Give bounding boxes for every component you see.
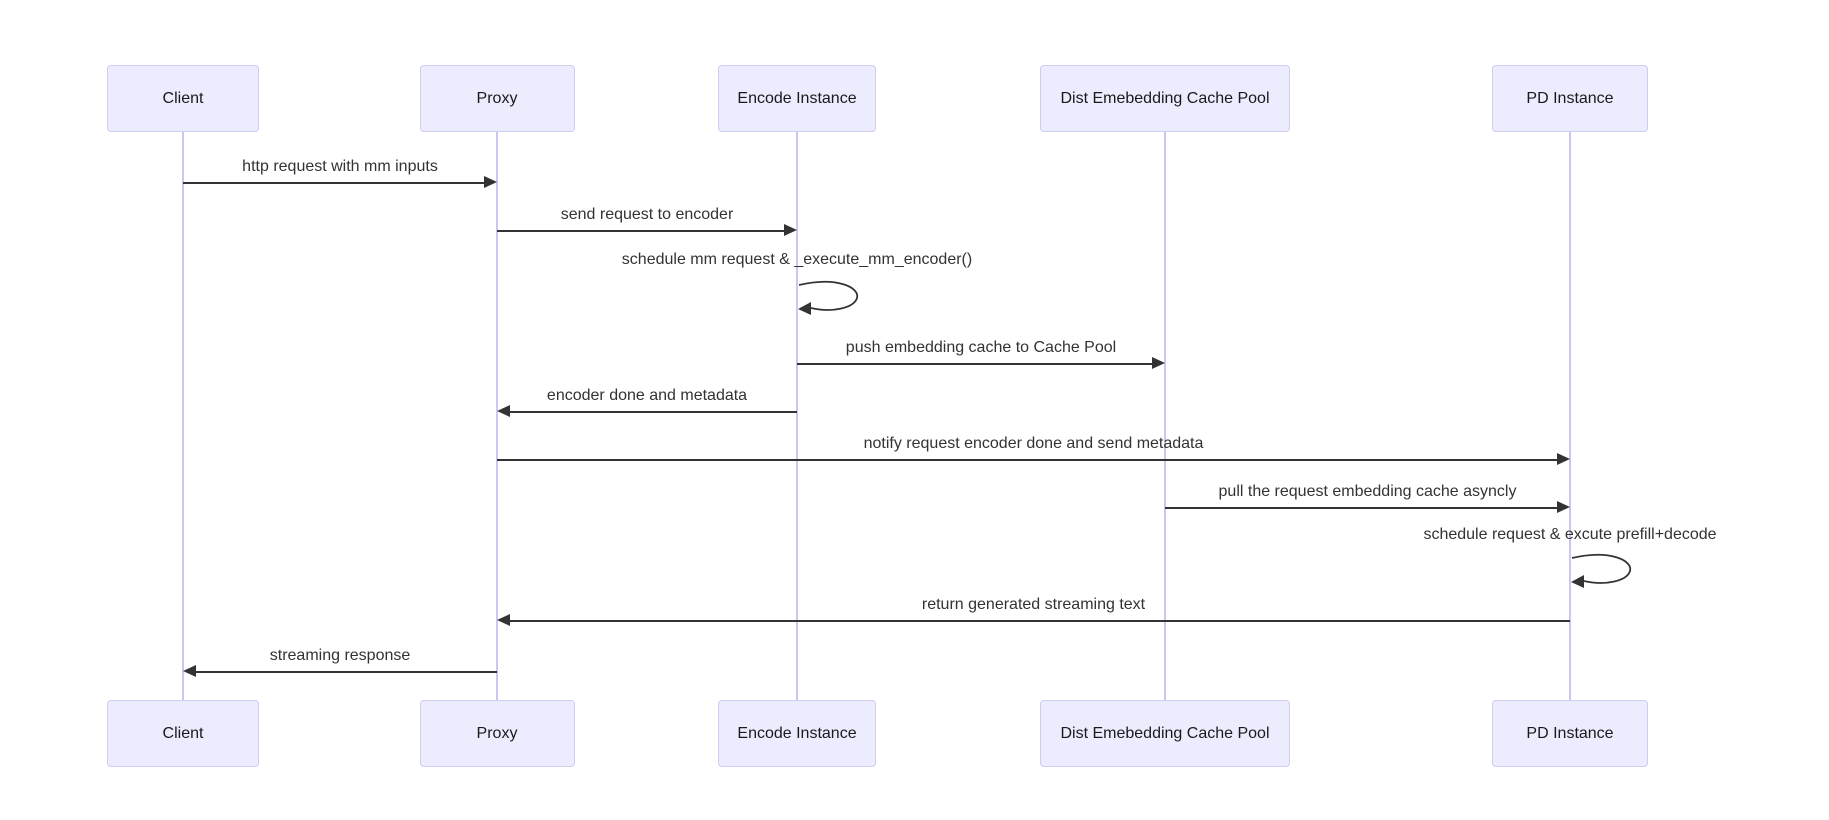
message-line-10 bbox=[195, 671, 497, 673]
actor-top-encode: Encode Instance bbox=[718, 65, 876, 132]
lifeline-client bbox=[182, 132, 184, 700]
lifeline-encode bbox=[796, 132, 798, 700]
actor-bottom-pd: PD Instance bbox=[1492, 700, 1648, 767]
message-line-7 bbox=[1165, 507, 1558, 509]
actor-top-client: Client bbox=[107, 65, 259, 132]
message-label-2: send request to encoder bbox=[560, 206, 734, 223]
arrowhead-icon bbox=[1557, 501, 1570, 513]
self-loop-path bbox=[798, 280, 858, 311]
message-label-7: pull the request embedding cache asyncly bbox=[1218, 483, 1517, 500]
lifeline-cachepool bbox=[1164, 132, 1166, 700]
actor-bottom-cachepool: Dist Emebedding Cache Pool bbox=[1040, 700, 1290, 767]
arrowhead-icon bbox=[1557, 453, 1570, 465]
arrowhead-icon bbox=[497, 614, 510, 626]
actor-label: Encode Instance bbox=[737, 724, 857, 742]
actor-bottom-client: Client bbox=[107, 700, 259, 767]
actor-label: Encode Instance bbox=[737, 89, 857, 107]
actor-bottom-encode: Encode Instance bbox=[718, 700, 876, 767]
arrowhead-icon bbox=[798, 302, 811, 315]
message-label-4: push embedding cache to Cache Pool bbox=[845, 339, 1117, 356]
message-line-9 bbox=[509, 620, 1570, 622]
actor-top-pd: PD Instance bbox=[1492, 65, 1648, 132]
lifeline-pd bbox=[1569, 132, 1571, 700]
self-loop-arrow-8 bbox=[1571, 553, 1631, 588]
actor-label: Proxy bbox=[476, 724, 518, 742]
message-line-6 bbox=[497, 459, 1558, 461]
actor-top-cachepool: Dist Emebedding Cache Pool bbox=[1040, 65, 1290, 132]
message-label-3: schedule mm request & _execute_mm_encode… bbox=[621, 251, 973, 268]
actor-label: Dist Emebedding Cache Pool bbox=[1060, 89, 1270, 107]
actor-label: PD Instance bbox=[1526, 89, 1614, 107]
message-line-5 bbox=[509, 411, 797, 413]
message-label-9: return generated streaming text bbox=[921, 596, 1146, 613]
actor-label: Proxy bbox=[476, 89, 518, 107]
arrowhead-icon bbox=[1152, 357, 1165, 369]
message-label-5: encoder done and metadata bbox=[546, 387, 748, 404]
arrowhead-icon bbox=[183, 665, 196, 677]
arrowhead-icon bbox=[784, 224, 797, 236]
message-line-1 bbox=[183, 182, 485, 184]
actor-bottom-proxy: Proxy bbox=[419, 700, 575, 767]
arrowhead-icon bbox=[1571, 575, 1584, 588]
message-label-1: http request with mm inputs bbox=[242, 158, 438, 175]
message-label-10: streaming response bbox=[269, 647, 411, 664]
message-line-4 bbox=[797, 363, 1153, 365]
message-label-6: notify request encoder done and send met… bbox=[863, 435, 1204, 452]
actor-label: Dist Emebedding Cache Pool bbox=[1060, 724, 1270, 742]
message-label-8: schedule request & excute prefill+decode bbox=[1423, 526, 1717, 543]
self-loop-arrow-3 bbox=[798, 280, 858, 315]
message-line-2 bbox=[497, 230, 785, 232]
actor-label: Client bbox=[162, 89, 204, 107]
self-loop-path bbox=[1571, 553, 1631, 584]
arrowhead-icon bbox=[497, 405, 510, 417]
arrowhead-icon bbox=[484, 176, 497, 188]
actor-top-proxy: Proxy bbox=[419, 65, 575, 132]
actor-label: Client bbox=[162, 724, 204, 742]
actor-label: PD Instance bbox=[1526, 724, 1614, 742]
